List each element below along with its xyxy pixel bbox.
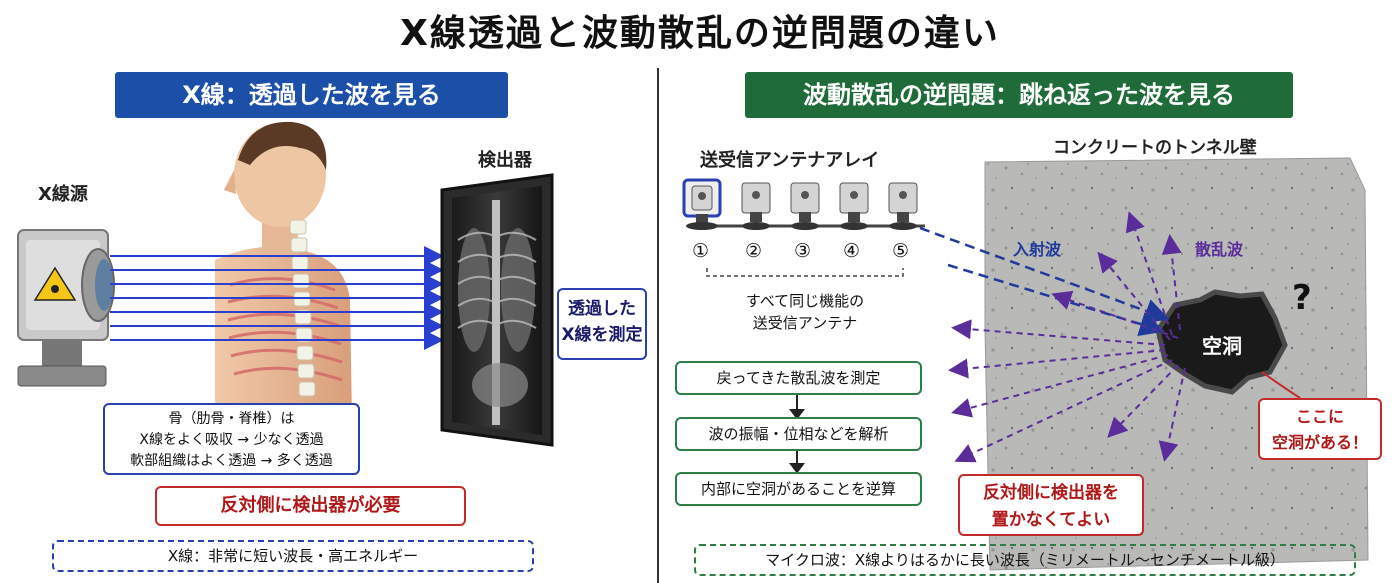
detector-panel (440, 173, 554, 447)
xray-source-machine (17, 229, 115, 387)
radiation-icon (33, 266, 77, 301)
page-title: X線透過と波動散乱の逆問題の違い (400, 13, 1000, 54)
right-banner: 波動散乱の逆問題：跳ね返った波を見る (745, 72, 1293, 118)
antenna-number-4: ④ (843, 240, 861, 262)
bone-absorption-note: 骨（肋骨・脊椎）は X線をよく吸収 → 少なく透過 軟部組織はよく透過 → 多く… (103, 403, 360, 475)
antenna-note-line1: すべて同じ機能の (745, 292, 865, 310)
microwave-footer-note: マイクロ波：X線よりはるかに長い波長（ミリメートル〜センチメートル級） (694, 544, 1356, 576)
antenna-number-3: ③ (794, 240, 812, 262)
cavity-label: 空洞 (1202, 334, 1242, 358)
antenna-icon (682, 178, 722, 230)
xray-footer-note: X線：非常に短い波長・高エネルギー (52, 540, 534, 572)
incident-wave-label: 入射波 (1013, 240, 1062, 259)
arrow-down-icon (789, 395, 805, 474)
cavity-pointer (1261, 371, 1301, 399)
measured-xray-line2: X線を測定 (561, 325, 643, 345)
antenna-note: すべて同じ機能の 送受信アンテナ (735, 290, 875, 334)
detector-label: 検出器 (478, 150, 532, 171)
question-mark: ? (1292, 278, 1312, 318)
bone-note-line1: 骨（肋骨・脊椎）は (168, 411, 295, 427)
measured-xray-box: 透過した X線を測定 (557, 288, 647, 360)
antenna-icon (741, 182, 771, 230)
antenna-icon (888, 182, 918, 230)
antenna-note-line2: 送受信アンテナ (752, 314, 858, 332)
xray-source-label: X線源 (38, 184, 88, 205)
antenna-number-1: ① (692, 240, 710, 262)
panel-divider (657, 68, 659, 583)
cavity-note-line2: 空洞がある！ (1271, 433, 1368, 452)
xray-beams (110, 246, 444, 350)
step-measure: 戻ってきた散乱波を測定 (675, 361, 922, 395)
bone-note-line2: X線をよく吸収 → 少なく透過 (139, 432, 324, 448)
person-figure (215, 121, 352, 420)
no-detector-line2: 置かなくてよい (991, 510, 1111, 530)
antenna-array-label: 送受信アンテナアレイ (700, 150, 880, 171)
no-detector-line1: 反対側に検出器を (983, 483, 1119, 503)
step-infer: 内部に空洞があることを逆算 (675, 472, 922, 506)
step-analyze: 波の振幅・位相などを解析 (675, 417, 922, 451)
scattered-waves (948, 211, 1186, 463)
cavity-shape (1155, 289, 1288, 395)
no-detector-note: 反対側に検出器を 置かなくてよい (958, 474, 1144, 536)
measured-xray-line1: 透過した (568, 299, 636, 319)
antenna-icon (790, 182, 820, 230)
antenna-brace (706, 268, 904, 277)
scattered-wave-label: 散乱波 (1195, 240, 1244, 259)
cavity-found-note: ここに 空洞がある！ (1258, 398, 1382, 460)
antenna-icon (839, 182, 869, 230)
cavity-note-line1: ここに (1295, 407, 1344, 426)
detector-required-note: 反対側に検出器が必要 (155, 486, 466, 526)
antenna-number-2: ② (745, 240, 763, 262)
antenna-number-5: ⑤ (892, 240, 910, 262)
left-banner: X線：透過した波を見る (115, 72, 508, 118)
tunnel-wall-label: コンクリートのトンネル壁 (1053, 138, 1257, 158)
bone-note-line3: 軟部組織はよく透過 → 多く透過 (130, 453, 333, 469)
